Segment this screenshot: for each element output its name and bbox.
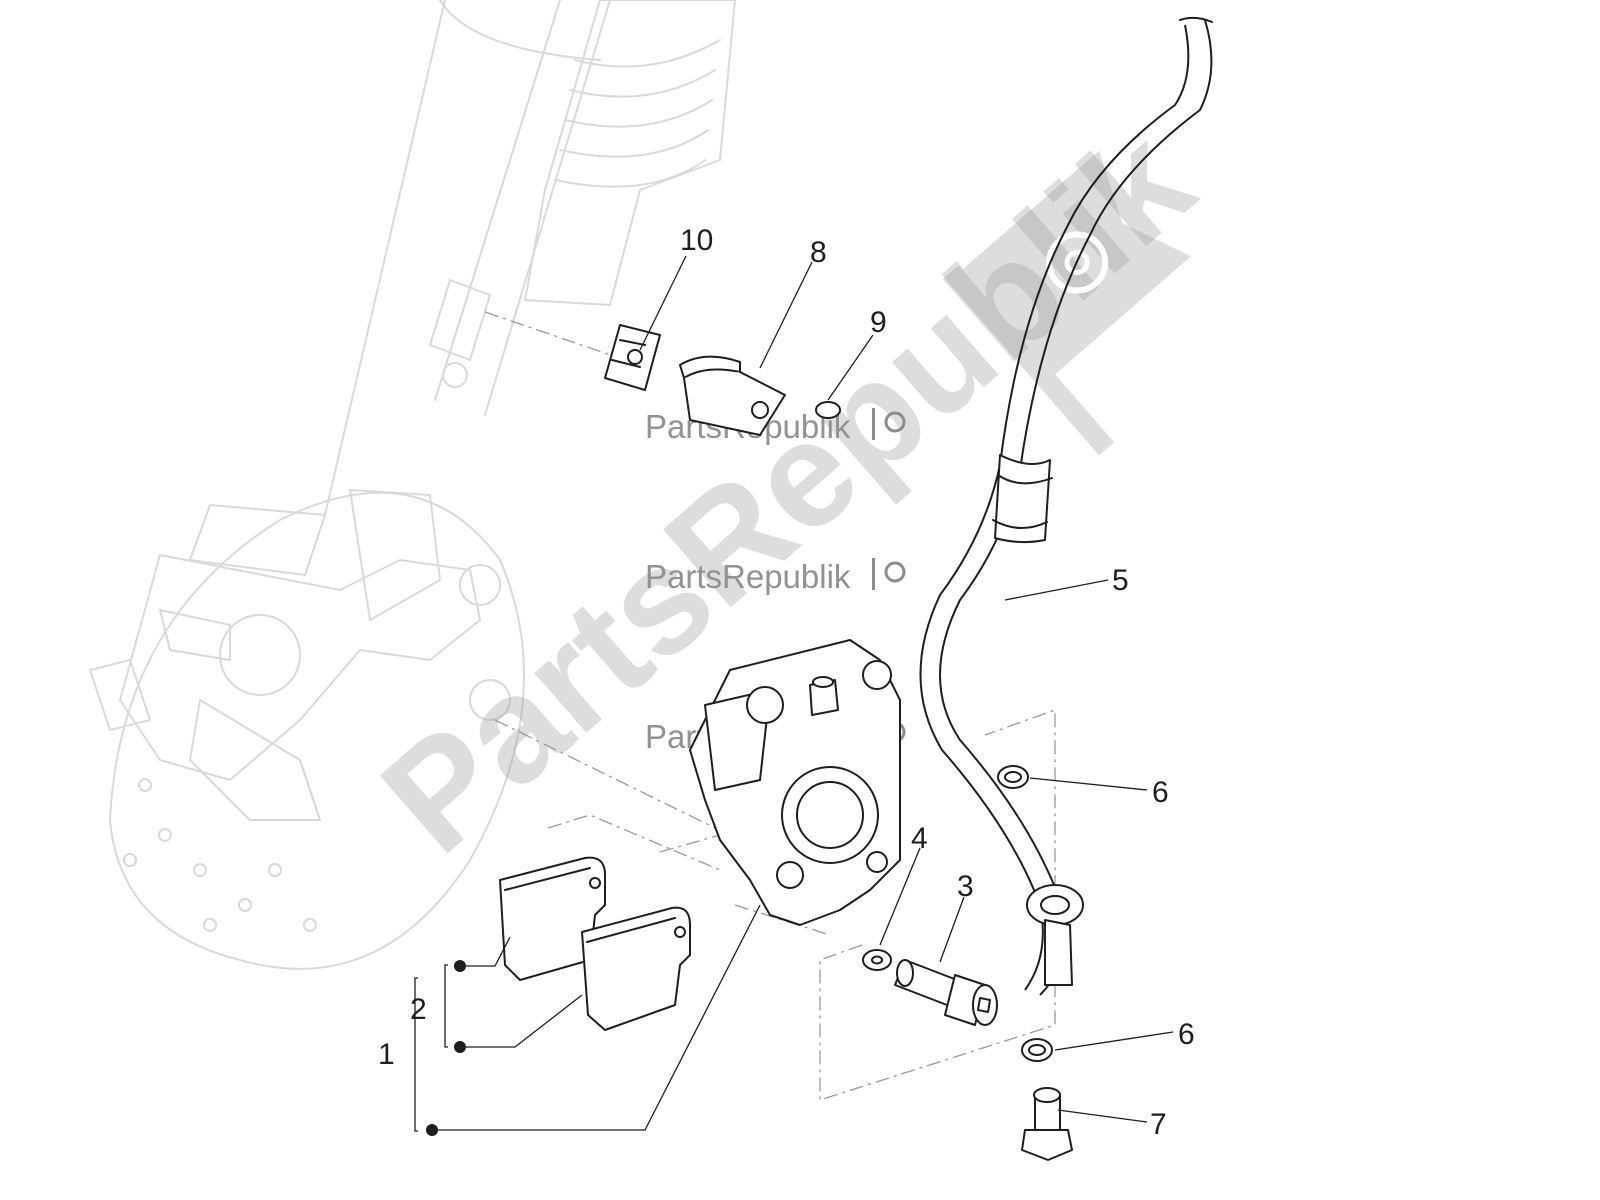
- part-9-bolt: [815, 401, 841, 419]
- callout-1: 1: [378, 1038, 395, 1071]
- part-3-screw: [894, 959, 998, 1026]
- dot-icon: [426, 1124, 438, 1136]
- part-1-brake-caliper: [689, 639, 901, 926]
- part-5-brake-hose: [919, 16, 1213, 996]
- callout-2: 2: [410, 993, 427, 1026]
- leader-lines: [414, 255, 1174, 1136]
- dot-icon: [454, 960, 466, 972]
- dot-icon: [454, 1041, 466, 1053]
- callout-numbers: 10 8 9 5 6 6 7 3 4 2 1: [378, 224, 1195, 1141]
- part-6-sealing-washers: [997, 765, 1053, 1062]
- part-7-banjo-bolt: [1021, 1087, 1073, 1161]
- callout-8: 8: [810, 236, 827, 269]
- callout-7: 7: [1150, 1108, 1167, 1141]
- part-8-pipe-holder: [679, 355, 786, 436]
- watermark-label-2: PartsRepublik: [645, 558, 851, 595]
- part-4-washer: [862, 949, 892, 971]
- callout-6a: 6: [1152, 776, 1169, 809]
- part-10-spring-clip: [604, 324, 661, 391]
- callout-9: 9: [870, 306, 887, 339]
- callout-3: 3: [957, 870, 974, 903]
- callout-4: 4: [911, 822, 928, 855]
- callout-5: 5: [1112, 564, 1129, 597]
- callout-10: 10: [680, 224, 713, 257]
- callout-6b: 6: [1178, 1018, 1195, 1051]
- part-2-brake-pads: [499, 856, 691, 1031]
- ghost-fork-assembly: [89, 0, 736, 970]
